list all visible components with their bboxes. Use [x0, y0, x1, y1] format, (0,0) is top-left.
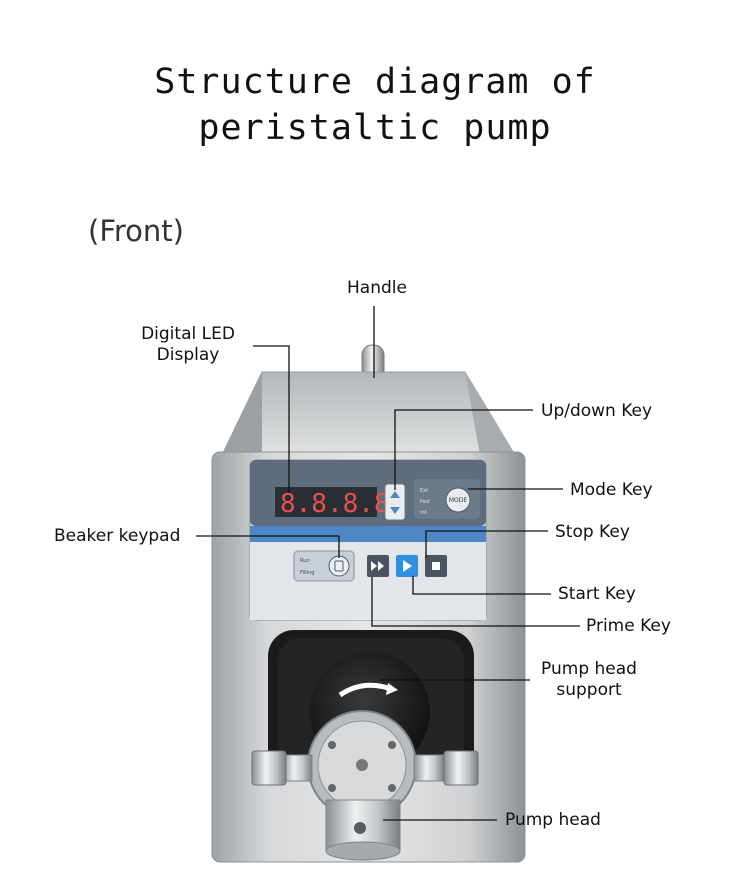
prime-key[interactable]: [367, 555, 389, 577]
play-icon: [403, 560, 412, 572]
fast-forward-icon: [371, 561, 377, 571]
stop-key[interactable]: [425, 555, 447, 577]
leader-lines: [196, 306, 580, 821]
mode-indicator-int: Int: [420, 510, 427, 516]
callout-up-down-key: Up/down Key: [541, 401, 653, 421]
leader-prime-key: [371, 577, 580, 627]
start-key[interactable]: [396, 555, 418, 577]
leader-stop-key: [425, 530, 548, 558]
mode-key-text: MODE: [449, 497, 468, 504]
callout-pump-head: Pump head: [505, 810, 601, 830]
callout-led-display: Digital LED Display: [140, 324, 236, 366]
callout-stop-key: Stop Key: [555, 522, 630, 542]
up-down-key[interactable]: [384, 483, 406, 521]
keypad-label-filling: Filling: [300, 570, 314, 576]
callout-pump-head-support-line1: Pump head: [541, 659, 637, 679]
callout-beaker-keypad: Beaker keypad: [54, 526, 181, 546]
beaker-icon: [334, 560, 344, 572]
leader-led-display: [253, 345, 290, 493]
diagram-title-line1: Structure diagram of: [154, 62, 596, 102]
view-label: (Front): [88, 214, 184, 248]
pump-head: [251, 710, 479, 861]
beaker-keypad[interactable]: Run Filling: [293, 550, 355, 582]
mode-key[interactable]: MODE: [445, 487, 471, 513]
callout-start-key: Start Key: [558, 584, 636, 604]
callout-handle: Handle: [347, 278, 407, 298]
leader-start-key: [412, 576, 551, 595]
callout-mode-key: Mode Key: [570, 480, 653, 500]
led-display: 8.8.8.8.: [275, 487, 405, 519]
callout-prime-key: Prime Key: [586, 616, 671, 636]
diagram-title-line2: peristaltic pump: [198, 108, 552, 148]
stop-icon: [432, 562, 440, 570]
callout-led-display-line2: Display: [156, 345, 220, 365]
callout-pump-head-support-line2: support: [556, 680, 622, 700]
mode-indicator-fast: Fast: [420, 499, 430, 505]
mode-indicator-ext: Ext: [420, 488, 428, 494]
leader-up-down-key: [394, 409, 533, 490]
callout-pump-head-support: Pump head support: [537, 659, 641, 701]
keypad-label-run: Run: [300, 558, 310, 564]
led-digits: 8.8.8.8.: [280, 489, 405, 519]
callout-led-display-line1: Digital LED: [141, 324, 235, 344]
